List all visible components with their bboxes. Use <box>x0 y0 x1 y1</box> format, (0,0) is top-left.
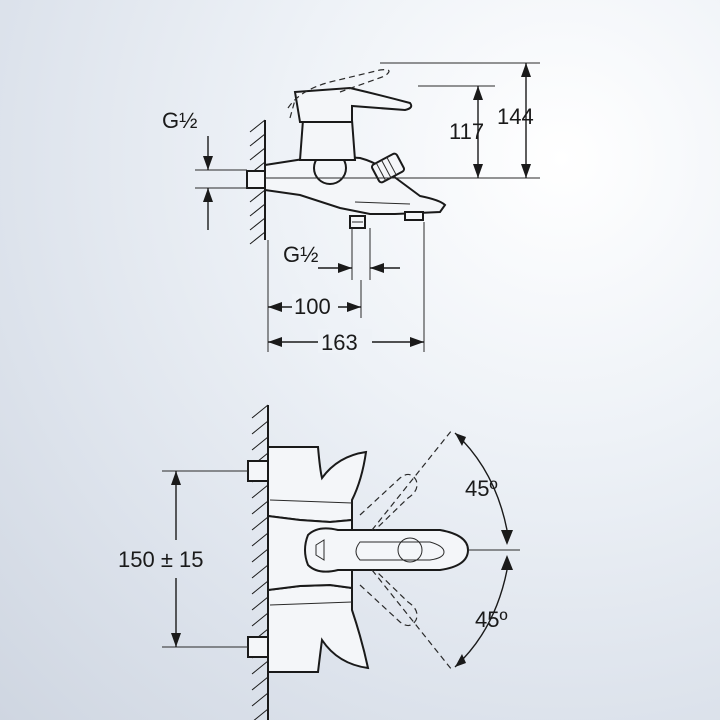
thread-inlet-label: G½ <box>162 108 197 133</box>
dim-spacing-label: 150 ± 15 <box>118 547 203 572</box>
lever-rotated-down-outline <box>359 569 418 627</box>
dim-144-label: 144 <box>497 104 534 129</box>
top-view: 45º 45º 150 ± 15 <box>118 404 520 720</box>
angle-lower-label: 45º <box>475 607 508 632</box>
lever-rotated-up-outline <box>359 473 418 531</box>
angle-upper-label: 45º <box>465 476 498 501</box>
dim-100-label: 100 <box>294 294 331 319</box>
inlet-nut <box>246 170 266 189</box>
mixer-body-top <box>267 446 470 673</box>
thread-outlet-label: G½ <box>283 242 318 267</box>
dim-117-label: 117 <box>449 119 484 144</box>
dim-163-label: 163 <box>321 330 358 355</box>
inlet-nut-lower <box>247 636 269 658</box>
mixer-body-side <box>264 86 447 229</box>
lever-raised-outline <box>287 69 390 109</box>
inlet-nut-upper <box>247 460 269 482</box>
side-view: 117 144 G½ G½ 100 16 <box>162 62 540 355</box>
